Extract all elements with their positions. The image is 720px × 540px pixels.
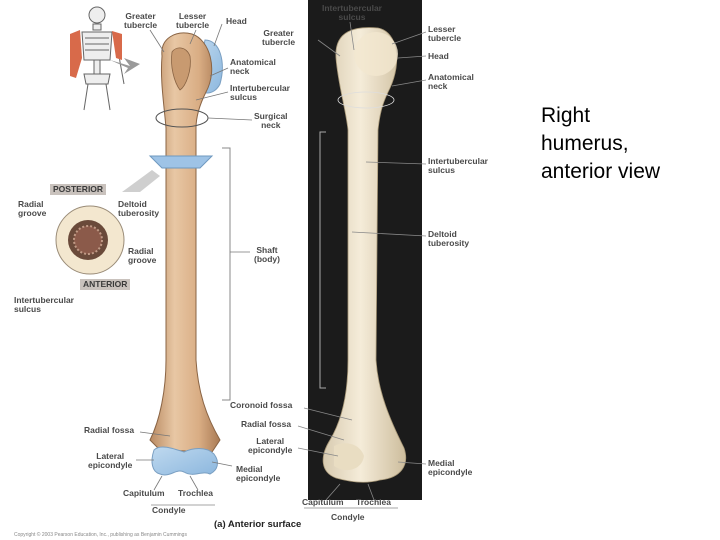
photo-label-deltoid-tuberosity: Deltoid tuberosity bbox=[428, 229, 470, 248]
label-shaft: Shaft (body) bbox=[254, 245, 280, 264]
photo-label-anatomical-neck: Anatomical neck bbox=[428, 72, 474, 91]
photo-label-greater-tubercle: Greater tubercle bbox=[262, 28, 296, 47]
label-greater-tubercle: Greater tubercle bbox=[124, 11, 158, 30]
label-lateral-epicondyle: Lateral epicondyle bbox=[88, 451, 133, 470]
slide-caption: Right humerus, anterior view bbox=[541, 104, 661, 183]
photo-label-intertubercular-sulcus-top: Intertubercular sulcus bbox=[322, 3, 382, 22]
label-anterior: ANTERIOR bbox=[80, 279, 131, 290]
label-anatomical-neck: Anatomical neck bbox=[230, 57, 276, 76]
illustration-leader-lines bbox=[136, 23, 253, 491]
label-medial-epicondyle: Medial epicondyle bbox=[236, 464, 281, 483]
cross-section-inset bbox=[55, 170, 160, 275]
photo-leader-lines bbox=[297, 21, 427, 501]
label-intertubercular-sulcus: Intertubercular sulcus bbox=[230, 83, 290, 102]
photo-label-lesser-tubercle: Lesser tubercle bbox=[428, 24, 462, 43]
label-lesser-tubercle: Lesser tubercle bbox=[176, 11, 210, 30]
label-trochlea: Trochlea bbox=[178, 488, 213, 498]
label-surgical-neck: Surgical neck bbox=[254, 111, 288, 130]
photo-label-capitulum: Capitulum bbox=[302, 497, 344, 507]
label-posterior: POSTERIOR bbox=[50, 184, 107, 195]
label-intertubercular-sulcus-left: Intertubercular sulcus bbox=[14, 295, 74, 314]
copyright-notice: Copyright © 2003 Pearson Education, Inc.… bbox=[14, 532, 187, 538]
label-capitulum: Capitulum bbox=[123, 488, 165, 498]
label-radial-groove-right: Radial groove bbox=[128, 246, 157, 265]
photo-label-medial-epicondyle: Medial epicondyle bbox=[428, 458, 473, 477]
label-radial-fossa: Radial fossa bbox=[84, 425, 135, 435]
label-condyle: Condyle bbox=[152, 505, 186, 515]
photo-label-head: Head bbox=[428, 51, 449, 61]
pointer-arrow bbox=[110, 58, 140, 74]
label-radial-groove-top: Radial groove bbox=[18, 199, 47, 218]
photo-label-lateral-epicondyle: Lateral epicondyle bbox=[248, 436, 293, 455]
highlight-right-humerus bbox=[112, 31, 122, 60]
photo-humerus bbox=[322, 27, 406, 483]
photo-label-condyle: Condyle bbox=[331, 512, 365, 522]
photo-label-intertubercular-sulcus: Intertubercular sulcus bbox=[428, 156, 488, 175]
label-coronoid-fossa: Coronoid fossa bbox=[230, 400, 293, 410]
highlight-left-humerus bbox=[70, 30, 82, 78]
figure-title: (a) Anterior surface bbox=[214, 519, 302, 530]
label-deltoid-tuberosity: Deltoid tuberosity bbox=[118, 199, 160, 218]
label-head: Head bbox=[226, 16, 247, 26]
illustrated-humerus bbox=[148, 32, 223, 476]
photo-label-trochlea: Trochlea bbox=[356, 497, 391, 507]
photo-label-radial-fossa: Radial fossa bbox=[241, 419, 292, 429]
